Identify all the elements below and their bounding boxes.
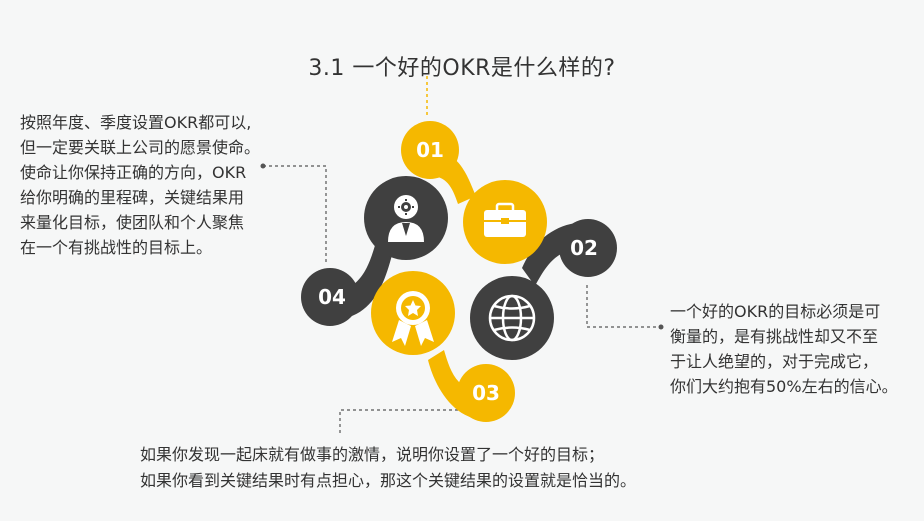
slide-title: 3.1 一个好的OKR是什么样的? <box>308 56 616 81</box>
node-04-bubble <box>301 268 359 326</box>
node-03-bubble <box>457 364 515 422</box>
node-04-number: 04 <box>318 285 346 309</box>
node-02-bubble <box>559 219 617 277</box>
callout-bottom: 如果你发现一起床就有做事的激情，说明你设置了一个好的目标； 如果你看到关键结果时… <box>140 442 636 494</box>
connector-dot-right <box>658 324 664 330</box>
globe-icon <box>488 294 536 342</box>
connector-right <box>586 285 659 328</box>
callout-right-line: 于让人绝望的，对于完成它， <box>670 352 879 371</box>
node-02-number: 02 <box>570 236 598 260</box>
briefcase-icon <box>484 202 526 237</box>
callout-bottom-line: 如果你看到关键结果时有点担心，那这个关键结果的设置就是恰当的。 <box>140 471 637 490</box>
award-ribbon-icon <box>392 291 434 346</box>
connector-lines <box>263 165 659 433</box>
node-03-number: 03 <box>472 381 500 405</box>
callout-left-line: 给你明确的里程碑，关键结果用 <box>20 188 245 207</box>
callout-left-line: 但一定要关联上公司的愿景使命。 <box>20 138 261 157</box>
callout-right-line: 一个好的OKR的目标必须是可 <box>670 302 881 321</box>
callout-right: 一个好的OKR的目标必须是可 衡量的，是有挑战性却又不至 于让人绝望的，对于完成… <box>670 299 898 399</box>
connector-dot-left <box>260 163 266 169</box>
node-01-number: 01 <box>416 138 444 162</box>
callout-right-line: 你们大约抱有50%左右的信心。 <box>670 377 898 396</box>
callout-left-line: 使命让你保持正确的方向，OKR <box>20 163 247 182</box>
node-01-bubble <box>401 121 459 179</box>
person-gear-icon <box>388 195 424 242</box>
callout-left-line: 来量化目标，使团队和个人聚焦 <box>20 213 245 232</box>
connector-left <box>263 165 327 262</box>
callout-bottom-line: 如果你发现一起床就有做事的激情，说明你设置了一个好的目标； <box>140 445 605 464</box>
callout-right-line: 衡量的，是有挑战性却又不至 <box>670 327 879 346</box>
callout-left: 按照年度、季度设置OKR都可以, 但一定要关联上公司的愿景使命。 使命让你保持正… <box>20 110 260 260</box>
connector-bottom <box>339 409 458 433</box>
callout-left-line: 按照年度、季度设置OKR都可以, <box>20 113 252 132</box>
callout-left-line: 在一个有挑战性的目标上。 <box>20 238 213 257</box>
